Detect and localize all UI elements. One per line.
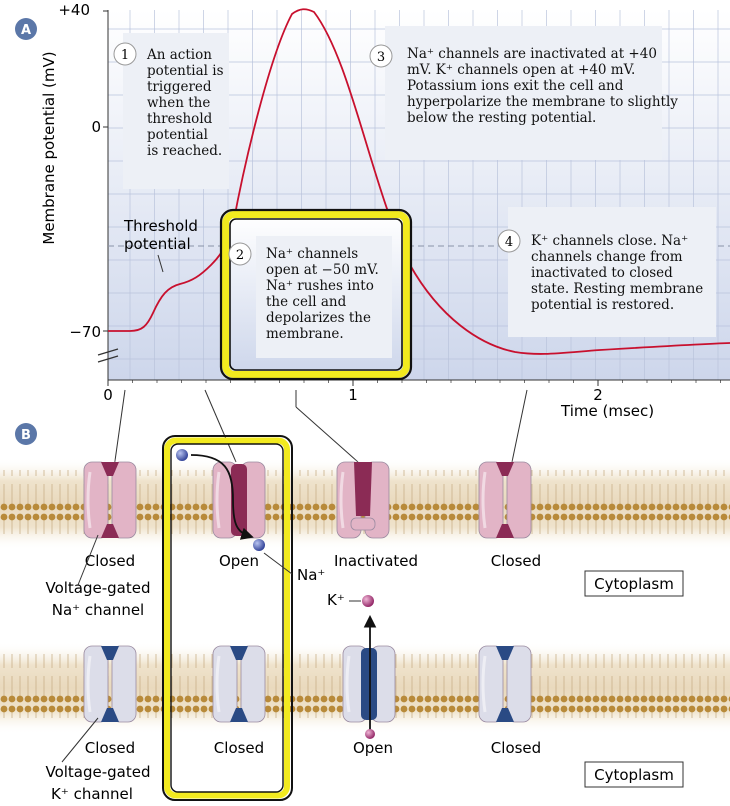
step-3-badge: 3 bbox=[369, 44, 393, 68]
na-ion-inside bbox=[253, 539, 265, 551]
svg-text:3: 3 bbox=[377, 50, 385, 65]
panel-b-highlight-outer bbox=[162, 435, 293, 801]
threshold-label-line2: potential bbox=[124, 235, 191, 253]
panel-a: A +40 0 −70 Membrane potential (mV) 0 1 … bbox=[15, 1, 730, 420]
na-channel-1-closed bbox=[83, 461, 137, 539]
na-ion-leader bbox=[263, 552, 293, 575]
x-tick-label-1: 1 bbox=[348, 386, 358, 404]
panel-b-highlight-inner bbox=[170, 443, 284, 793]
cytoplasm-box-upper bbox=[584, 570, 684, 597]
na-state-1: Closed bbox=[85, 552, 135, 570]
step-2-highlight-outer bbox=[219, 208, 413, 381]
k-channel-leader bbox=[61, 717, 99, 763]
step-2-highlight-inner bbox=[229, 218, 403, 371]
action-potential-curve bbox=[108, 8, 730, 355]
na-channel-label-line2: Na⁺ channel bbox=[52, 601, 144, 619]
svg-text:2: 2 bbox=[236, 248, 244, 263]
threshold-leader bbox=[157, 254, 164, 273]
y-tick-label-minus70: −70 bbox=[69, 323, 101, 341]
y-tick-label-zero: 0 bbox=[91, 118, 101, 136]
na-channel-3-inactivated bbox=[336, 461, 390, 539]
y-tick-marks bbox=[103, 10, 108, 332]
na-ion-outside bbox=[176, 449, 188, 461]
cytoplasm-label-lower: Cytoplasm bbox=[594, 766, 674, 784]
x-tick-label-2: 2 bbox=[593, 386, 603, 404]
na-channel-label-line1: Voltage-gated bbox=[45, 579, 150, 597]
na-channel-leader bbox=[77, 534, 99, 586]
step-1-box bbox=[123, 33, 229, 189]
na-ion-arrow bbox=[190, 454, 254, 540]
cytoplasm-label-upper: Cytoplasm bbox=[594, 575, 674, 593]
na-channel-2-open bbox=[212, 461, 266, 539]
svg-text:1: 1 bbox=[121, 48, 129, 63]
step-4-badge: 4 bbox=[497, 229, 521, 253]
x-tick-marks bbox=[107, 380, 721, 386]
k-state-1: Closed bbox=[85, 739, 135, 757]
k-ion-inside bbox=[365, 729, 375, 739]
k-ion-label: K⁺ bbox=[327, 591, 345, 609]
na-ion-label: Na⁺ bbox=[297, 566, 325, 584]
panel-a-badge bbox=[15, 18, 37, 40]
k-channel-3-open bbox=[342, 645, 396, 723]
na-state-4: Closed bbox=[491, 552, 541, 570]
na-state-2: Open bbox=[219, 552, 259, 570]
panel-b: B Na⁺ K⁺ Closed Open Inactivated Closed … bbox=[0, 423, 730, 803]
step-2-badge: 2 bbox=[228, 242, 252, 266]
k-state-4: Closed bbox=[491, 739, 541, 757]
cytoplasm-box-lower bbox=[584, 761, 684, 788]
panel-b-badge bbox=[15, 423, 37, 445]
y-tick-label-plus40: +40 bbox=[58, 1, 90, 19]
k-state-2: Closed bbox=[214, 739, 264, 757]
k-channel-4-closed bbox=[478, 645, 532, 723]
na-channel-4-closed bbox=[478, 461, 532, 539]
k-state-3: Open bbox=[353, 739, 393, 757]
x-tick-label-0: 0 bbox=[103, 386, 113, 404]
svg-text:4: 4 bbox=[505, 235, 513, 250]
k-channel-label-line1: Voltage-gated bbox=[45, 763, 150, 781]
panel-a-letter: A bbox=[21, 23, 31, 38]
step-4-box bbox=[508, 207, 716, 337]
step-1-badge: 1 bbox=[113, 42, 137, 66]
k-channel-2-closed bbox=[212, 645, 266, 723]
x-axis-label: Time (msec) bbox=[560, 402, 654, 420]
step-2-box bbox=[256, 236, 392, 358]
panel-b-letter: B bbox=[21, 428, 31, 443]
panel-b-highlight-yellow bbox=[164, 437, 290, 799]
k-channel-1-closed bbox=[83, 645, 137, 723]
threshold-label-line1: Threshold bbox=[123, 217, 198, 235]
step-3-box bbox=[385, 26, 662, 160]
y-axis-label: Membrane potential (mV) bbox=[40, 51, 58, 244]
k-channel-label-line2: K⁺ channel bbox=[51, 785, 133, 803]
na-state-3: Inactivated bbox=[334, 552, 418, 570]
k-ion-outside bbox=[362, 595, 374, 607]
axis-break bbox=[97, 348, 119, 363]
step-4-text: K⁺ channels close. Na⁺channels change fr… bbox=[531, 233, 704, 313]
